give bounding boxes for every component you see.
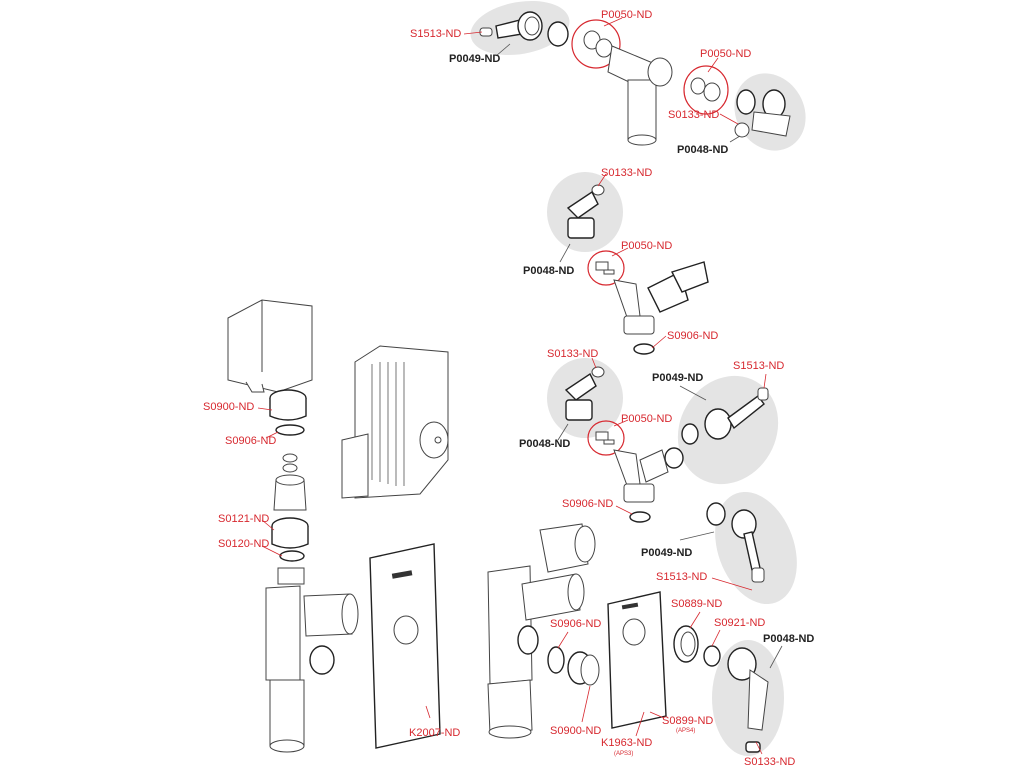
label-p0048-y2: P0048-ND xyxy=(519,438,571,450)
clip-p0050-top-a xyxy=(583,30,613,58)
seal-s0906-right xyxy=(547,646,565,674)
label-k2007: K2007-ND xyxy=(409,727,461,739)
label-s0906-y1: S0906-ND xyxy=(667,330,719,342)
label-s0900-right: S0900-ND xyxy=(550,725,602,737)
label-s0133-top: S0133-ND xyxy=(668,109,720,121)
nut-s0900-left xyxy=(269,389,307,421)
siphon-body-left xyxy=(265,567,359,753)
label-p0048-top: P0048-ND xyxy=(677,144,729,156)
label-s0133-y2: S0133-ND xyxy=(547,348,599,360)
highlight-ring-p0050-top-b xyxy=(683,65,729,115)
label-p0048-right: P0048-ND xyxy=(763,633,815,645)
label-s0921: S0921-ND xyxy=(714,617,766,629)
washer-plug-cap xyxy=(539,523,596,573)
label-p0050-top-b: P0050-ND xyxy=(700,48,752,60)
label-p0050-top-a: P0050-ND xyxy=(601,9,653,21)
highlight-ring-p0050-y1 xyxy=(587,250,625,286)
label-s1513-top: S1513-ND xyxy=(410,28,462,40)
label-s0133-right: S0133-ND xyxy=(744,756,796,768)
note-k1963: (APS3) xyxy=(614,751,634,757)
seal-s0906-y2 xyxy=(629,511,651,523)
label-s0906-left: S0906-ND xyxy=(225,435,277,447)
label-p0050-y1: P0050-ND xyxy=(621,240,673,252)
clip-p0050-top-b xyxy=(690,77,721,102)
cover-plate-k1963 xyxy=(607,591,667,729)
label-s0889: S0889-ND xyxy=(671,598,723,610)
elbow-connector-p0048-y2 xyxy=(564,366,605,421)
siphon-body-right xyxy=(487,565,585,739)
clip-p0050-y2 xyxy=(595,431,615,445)
group-highlight-p0048-y2 xyxy=(547,358,623,438)
elbow-connector-p0048-y1 xyxy=(566,184,605,239)
seal-s0906-left xyxy=(275,424,305,436)
seal-ring-top xyxy=(547,21,569,47)
label-p0049-y2: P0049-ND xyxy=(652,372,704,384)
highlight-ring-p0050-top-a xyxy=(571,19,621,69)
elbow-connector-p0048-right xyxy=(727,647,769,753)
label-p0049-top: P0049-ND xyxy=(449,53,501,65)
valve-insert-left xyxy=(273,453,307,511)
seal-s0120-left xyxy=(279,550,305,562)
elbow-connector-p0048-top xyxy=(734,89,791,138)
label-s1513-y2: S1513-ND xyxy=(733,360,785,372)
leader-lines xyxy=(257,17,783,755)
cover-plate-k2007 xyxy=(369,543,441,749)
label-s0133-y1: S0133-ND xyxy=(601,167,653,179)
label-p0048-y1: P0048-ND xyxy=(523,265,575,277)
label-s0906-y2: S0906-ND xyxy=(562,498,614,510)
y-fitting-body-1 xyxy=(613,261,709,335)
nut-s0900-right xyxy=(567,651,600,686)
label-s0900-left: S0900-ND xyxy=(203,401,255,413)
y-fitting-body-2 xyxy=(613,447,684,503)
label-p0049-right: P0049-ND xyxy=(641,547,693,559)
hose-connector-p0049-y2 xyxy=(681,387,769,445)
label-s0906-right: S0906-ND xyxy=(550,618,602,630)
highlight-ring-p0050-y2 xyxy=(587,420,625,456)
hose-connector-p0049-right xyxy=(706,502,765,583)
nut-s0121-left xyxy=(271,517,309,549)
label-s0899: S0899-ND xyxy=(662,715,714,727)
seal-s0906-y1 xyxy=(633,343,655,355)
nut-s0889 xyxy=(673,625,699,663)
label-s0121-left: S0121-ND xyxy=(218,513,270,525)
label-s0120-left: S0120-ND xyxy=(218,538,270,550)
label-p0050-y2: P0050-ND xyxy=(621,413,673,425)
overflow-trap-box xyxy=(341,345,449,499)
label-k1963: K1963-ND xyxy=(601,737,653,749)
hose-connector-s1513-top xyxy=(479,11,543,41)
note-s0899: (APS4) xyxy=(676,728,696,734)
label-s1513-right: S1513-ND xyxy=(656,571,708,583)
seal-s0921 xyxy=(703,645,721,667)
tee-body-top xyxy=(607,45,673,146)
clip-p0050-y1 xyxy=(595,261,615,275)
cover-cap-left xyxy=(227,299,313,393)
